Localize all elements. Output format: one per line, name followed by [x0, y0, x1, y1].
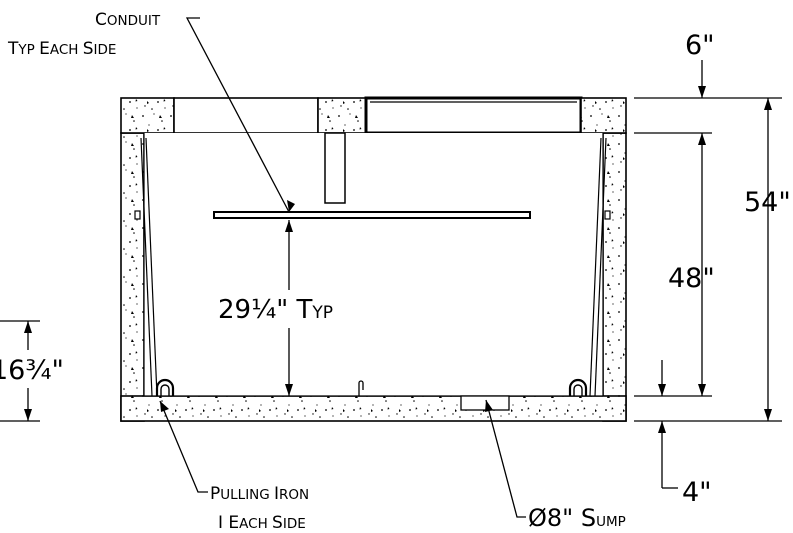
right-wall — [602, 132, 627, 422]
dim-overall-height: 54" — [744, 187, 791, 218]
pulling-iron-right — [568, 378, 588, 396]
floor-slab — [120, 395, 627, 422]
vault-body — [120, 96, 627, 422]
pulling-iron-left — [155, 378, 175, 396]
floor-hook — [358, 380, 364, 396]
lid-frame — [364, 96, 583, 135]
top-slab-right — [580, 97, 627, 134]
sump-leader — [485, 399, 526, 518]
left-liner-line — [140, 137, 153, 397]
left-bracket — [134, 210, 141, 220]
left-partial-dimension — [0, 320, 45, 422]
dim-interior-height: 48" — [668, 263, 715, 294]
right-liner-line — [594, 137, 607, 397]
dim-floor: 4" — [682, 477, 712, 508]
right-bracket — [604, 210, 611, 220]
interior-cavity — [144, 133, 603, 396]
sump — [460, 395, 510, 411]
sump-label: Ø8" SUMP — [528, 504, 626, 532]
top-slab-left — [120, 97, 175, 134]
dim-left-partial: 16¾" — [0, 355, 64, 386]
typ-dim-label: 29¼" TYP — [218, 295, 333, 325]
cable-rack — [213, 211, 531, 219]
right-dimensions — [634, 60, 782, 489]
top-slab-mid — [317, 97, 367, 134]
conduit-leader — [185, 17, 290, 213]
left-wall — [120, 132, 145, 422]
conduit-pipe — [324, 132, 346, 204]
conduit-label-line2: TYP EACH SIDE — [7, 39, 116, 59]
top-slab-gap — [173, 97, 319, 134]
pulling-iron-label-line1: PULLING IRON — [210, 484, 309, 504]
pulling-iron-label-line2: I EACH SIDE — [218, 513, 306, 533]
dim-top-slab: 6" — [685, 30, 715, 61]
conduit-label-line1: CONDUIT — [95, 10, 161, 30]
pulling-iron-leader — [159, 400, 208, 493]
